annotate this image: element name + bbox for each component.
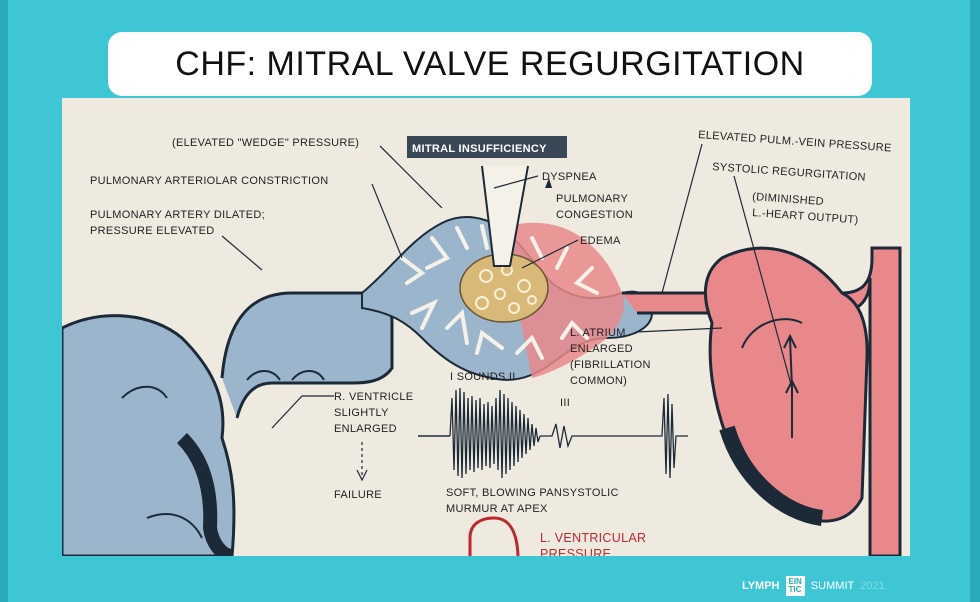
label-l-atrium-3: (FIBRILLATION xyxy=(570,359,651,371)
label-dyspnea: DYSPNEA xyxy=(542,171,597,183)
slide-title-bar: CHF: MITRAL VALVE REGURGITATION xyxy=(108,32,872,96)
mitral-insufficiency-label: MITRAL INSUFFICIENCY xyxy=(412,143,547,155)
label-edema: EDEMA xyxy=(580,235,621,247)
phonocardiogram-trace xyxy=(418,388,688,478)
label-arteriolar-constriction: PULMONARY ARTERIOLAR CONSTRICTION xyxy=(90,175,329,187)
label-murmur-1: SOFT, BLOWING PANSYSTOLIC xyxy=(446,487,619,499)
label-diminished-1: (DIMINISHED xyxy=(752,191,824,208)
label-r-ventricle-2: SLIGHTLY xyxy=(334,407,389,419)
label-failure: FAILURE xyxy=(334,489,382,501)
footer-ein-2: TIC xyxy=(789,585,802,594)
footer-brand: LYMPH xyxy=(742,580,780,592)
slide-frame-left xyxy=(0,0,8,602)
label-artery-dilated-1: PULMONARY ARTERY DILATED; xyxy=(90,209,265,221)
circulation-diagram: MITRAL INSUFFICIENCY (ELEVATED "WEDGE" P… xyxy=(62,98,910,556)
label-r-ventricle-1: R. VENTRICLE xyxy=(334,391,413,403)
label-murmur-2: MURMUR AT APEX xyxy=(446,503,548,515)
diagram-panel: MITRAL INSUFFICIENCY (ELEVATED "WEDGE" P… xyxy=(62,98,910,556)
label-elevated-pulm-vein: ELEVATED PULM.-VEIN PRESSURE xyxy=(698,129,892,154)
label-wedge-pressure: (ELEVATED "WEDGE" PRESSURE) xyxy=(172,137,359,149)
label-l-atrium-1: L. ATRIUM xyxy=(570,327,626,339)
label-artery-dilated-2: PRESSURE ELEVATED xyxy=(90,225,215,237)
label-sound-iii: III xyxy=(560,397,570,409)
label-diminished-2: L.-HEART OUTPUT) xyxy=(752,207,859,226)
slide-title: CHF: MITRAL VALVE REGURGITATION xyxy=(175,45,804,84)
label-lv-pressure-1: L. VENTRICULAR xyxy=(540,531,646,545)
footer-year: 2021 xyxy=(860,580,884,592)
label-l-atrium-2: ENLARGED xyxy=(570,343,633,355)
label-pulmonary: PULMONARY xyxy=(556,193,629,205)
label-sounds: I SOUNDS II xyxy=(450,371,516,383)
slide-frame-right xyxy=(970,0,980,602)
label-l-atrium-4: COMMON) xyxy=(570,375,627,387)
label-congestion: CONGESTION xyxy=(556,209,633,221)
label-r-ventricle-3: ENLARGED xyxy=(334,423,397,435)
footer-summit: SUMMIT xyxy=(811,580,854,592)
label-lv-pressure-2: PRESSURE xyxy=(540,547,611,556)
